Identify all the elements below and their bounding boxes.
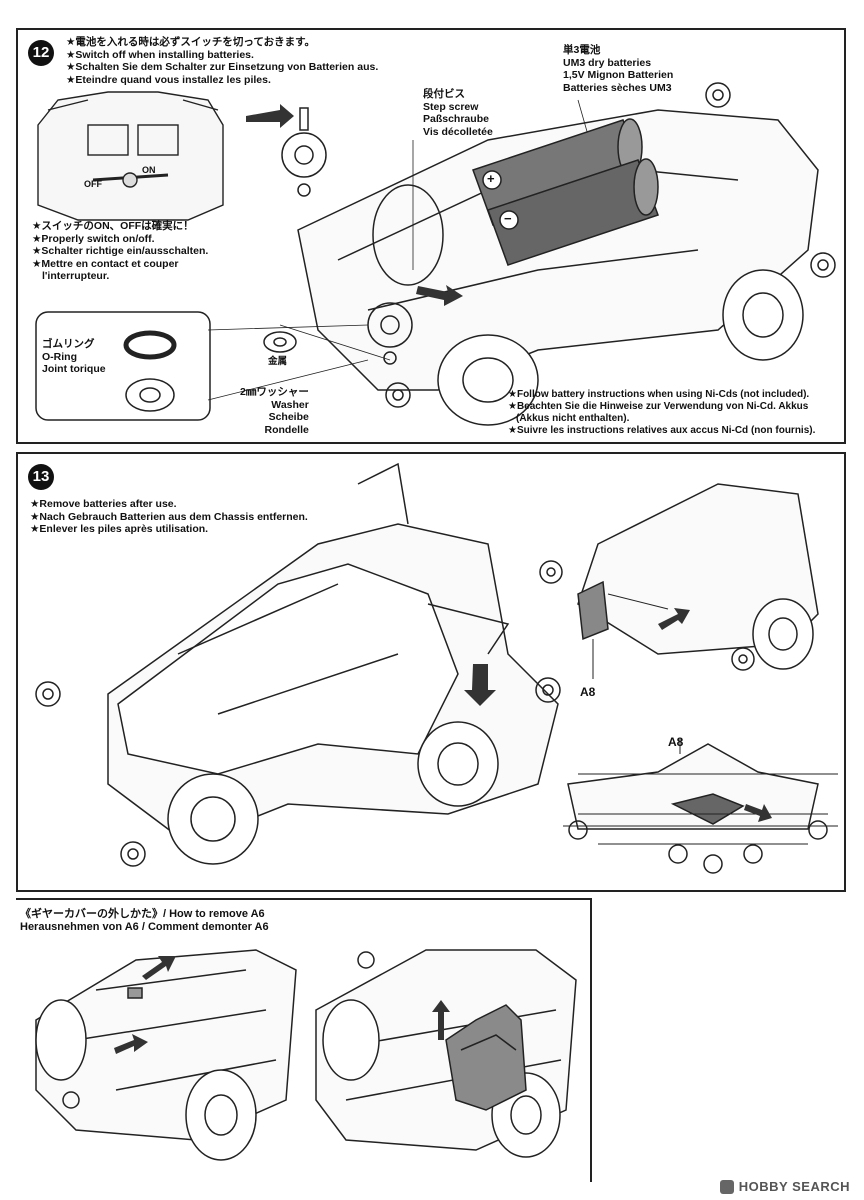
washer-label: 2㎜ワッシャー Washer Scheibe Rondelle bbox=[240, 386, 309, 436]
install-note-en: ★Switch off when installing batteries. bbox=[66, 48, 254, 61]
step-13-illustration bbox=[35, 462, 838, 874]
install-note-ja: ★電池を入れる時は必ずスイッチを切っておきます。 bbox=[66, 36, 316, 48]
switch-off-label: OFF bbox=[84, 179, 102, 189]
step-12-illustration bbox=[35, 82, 836, 426]
step-screw-label: 段付ビス Step screw Paßschraube Vis décollet… bbox=[423, 88, 493, 138]
install-note-fr: ★Eteindre quand vous installez les piles… bbox=[66, 73, 271, 86]
step-13-panel: 13 ★Remove batteries after use. ★Nach Ge… bbox=[16, 452, 846, 892]
remove-a6-panel: 《ギヤーカバーの外しかた》/ How to remove A6 Herausne… bbox=[16, 898, 592, 1182]
part-a8-rear-label: A8 bbox=[668, 735, 684, 749]
remove-a6-title: 《ギヤーカバーの外しかた》/ How to remove A6 Herausne… bbox=[20, 908, 269, 933]
step-number: 13 bbox=[28, 464, 54, 490]
watermark-text: HOBBY SEARCH bbox=[738, 1179, 850, 1194]
hobby-search-logo-icon bbox=[719, 1179, 734, 1194]
switch-notes: ★スイッチのON、OFFは確実に！ ★Properly switch on/of… bbox=[32, 220, 209, 282]
remove-battery-notes: ★Remove batteries after use. ★Nach Gebra… bbox=[30, 498, 308, 535]
part-a8-label: A8 bbox=[580, 685, 596, 699]
switch-on-label: ON bbox=[142, 165, 156, 175]
install-note-de: ★Schalten Sie dem Schalter zur Einsetzun… bbox=[66, 61, 379, 73]
watermark: HOBBY SEARCH bbox=[719, 1179, 850, 1194]
remove-a6-illustration bbox=[35, 949, 577, 1161]
battery-minus-icon: − bbox=[504, 211, 512, 226]
battery-plus-icon: + bbox=[487, 171, 495, 186]
step-number: 12 bbox=[28, 40, 54, 66]
o-ring-label: ゴムリング O-Ring Joint torique bbox=[42, 338, 106, 375]
nicd-notes: ★Follow battery instructions when using … bbox=[508, 389, 816, 436]
install-notes: ★電池を入れる時は必ずスイッチを切っておきます。 ★Switch off whe… bbox=[66, 36, 378, 86]
step-12-panel: 12 ★電池を入れる時は必ずスイッチを切っておきます。 ★Switch off … bbox=[16, 28, 846, 444]
battery-label: 単3電池 UM3 dry batteries 1,5V Mignon Batte… bbox=[563, 44, 674, 94]
metal-label: 金属 bbox=[268, 356, 288, 367]
